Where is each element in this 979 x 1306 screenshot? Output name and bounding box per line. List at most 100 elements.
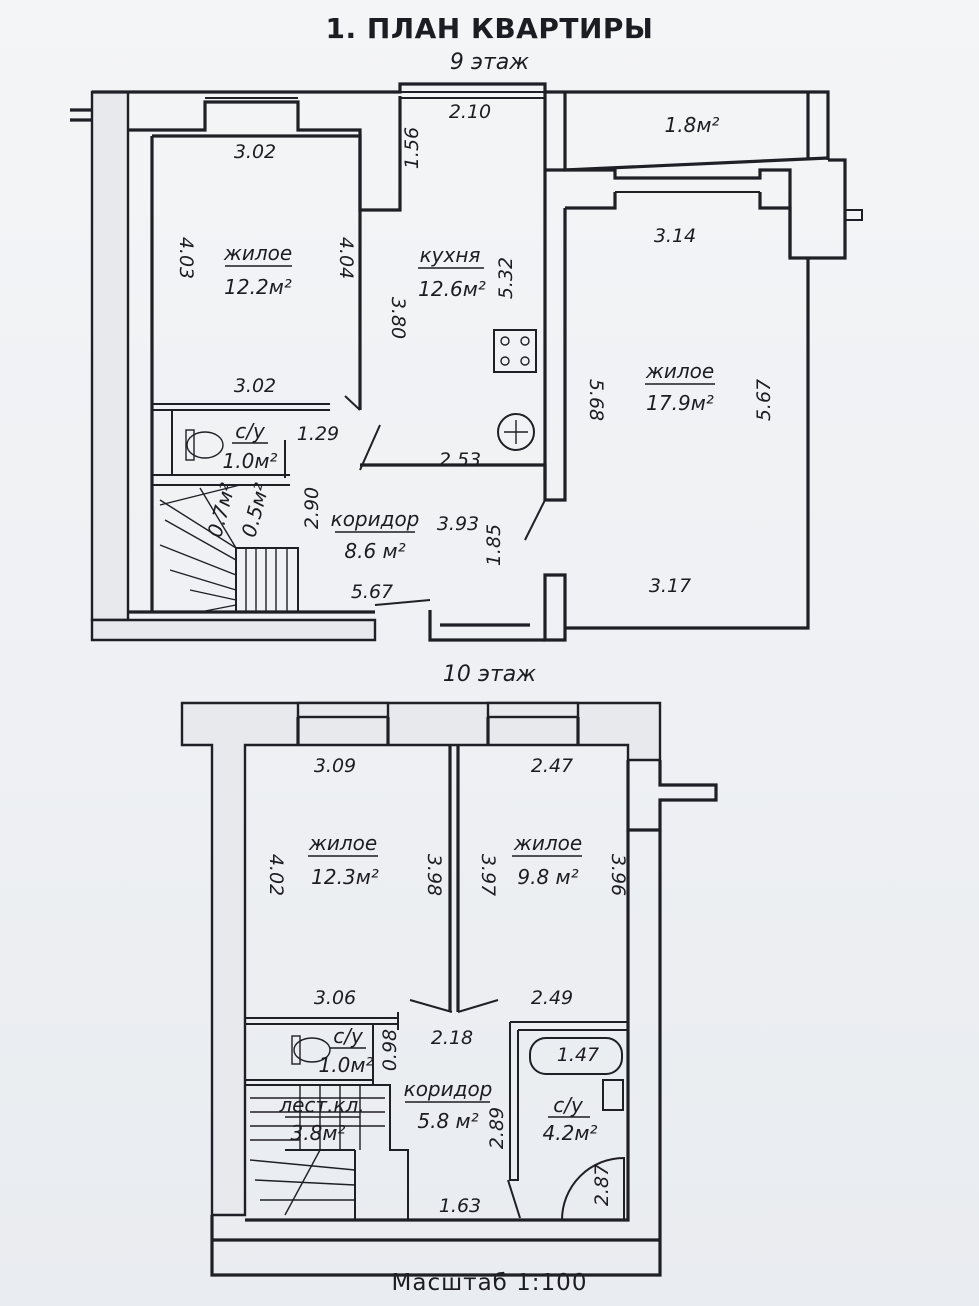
dim-10-left-bottom: 3.06 [314,987,356,1009]
wc-9-area: 1.0м² [223,449,278,473]
burner-9c [500,356,510,366]
dim-10-right-bottom: 2.49 [531,987,573,1009]
window-right-9 [615,177,760,193]
shower-10 [560,1156,625,1221]
stair-10-name: лест.кл. [278,1093,364,1117]
wall-top-inner-9 [128,96,402,212]
dim-9-left-right: 4.04 [335,237,357,279]
left-room-9 [150,134,362,612]
small-9-b: 0.5м² [237,481,274,540]
window-right-10 [486,701,580,719]
dim-9-corridor-bottom: 5.67 [351,581,393,603]
wall-stub-9 [70,108,92,122]
room-9-right-area: 17.9м² [646,391,714,415]
dim-10-left-top: 3.09 [314,755,356,777]
dim-9-left-left: 4.03 [175,237,197,279]
room-10-right-name: жилое [513,831,582,855]
dim-9-right-left: 5.68 [585,379,607,421]
floor-9-labels: 3.02 3.02 4.03 4.04 жилое 12.2м² 2.10 1.… [175,101,775,603]
corridor-9-name: коридор [331,507,420,531]
door-right-room-9 [524,499,546,541]
room-9-left-name: жилое [223,241,292,265]
bath-10-area: 4.2м² [543,1121,598,1145]
door-kitchen-9 [359,424,381,471]
kitchen-bottom-9 [360,463,547,480]
wall-right-inner-9 [565,192,792,258]
wall-wc-top-10 [245,1017,398,1025]
dim-9-left-bottom: 3.02 [234,375,276,397]
balcony-9-area: 1.8м² [665,113,720,137]
plan-title: 1. ПЛАН КВАРТИРЫ [325,12,654,45]
dim-9-corridor-left: 2.90 [301,487,323,529]
wall-bottom-left-9 [90,618,377,642]
room-10-left-area: 12.3м² [311,865,379,889]
dim-9-wc-side: 1.29 [297,423,339,445]
floor-10-plan [180,701,718,1277]
burner-9b [520,336,530,346]
window-left-9 [205,91,298,99]
dim-10-corridor-right: 2.89 [486,1107,508,1149]
dim-10-right-right: 3.96 [607,854,629,896]
window-kitchen-9 [400,91,545,99]
burner-9d [520,356,530,366]
wall-left-9 [90,90,130,622]
wall-bottom-mid-9 [428,610,545,642]
door-bath-10 [507,1179,521,1219]
dim-10-left-right: 3.98 [423,854,445,896]
small-9-a: 0.7м² [203,481,240,540]
dim-9-right-bottom: 3.17 [649,575,691,597]
dim-9-corridor-right: 1.85 [483,524,505,566]
basin-10 [602,1079,624,1111]
wc-10-area: 1.0м² [319,1053,374,1077]
bathtub-10 [529,1037,623,1075]
room-9-kitchen-area: 12.6м² [418,277,486,301]
door-entry-9 [374,599,431,606]
corridor-10-name: коридор [404,1077,493,1101]
toilet-tank-10 [291,1035,301,1065]
floor-9-plan [70,82,863,642]
dim-10-right-top: 2.47 [531,755,573,777]
partition-pier-9 [543,573,567,642]
dim-9-kitchen-top: 2.10 [449,101,491,123]
toilet-tank-9 [185,429,195,461]
wall-bath-top-9 [152,403,330,411]
wall-step-right-10 [626,760,718,832]
dim-10-corridor-top: 2.18 [431,1027,473,1049]
wc-10-name: с/у [333,1024,364,1048]
dim-9-kitchen-bottom: 2.53 [439,449,481,471]
stairs-9 [152,484,299,613]
dim-10-left-left: 4.02 [265,854,287,896]
dim-10-right-left: 3.97 [477,854,499,896]
dim-9-kitchen-right: 5.32 [495,257,517,299]
wc-9-name: с/у [235,419,266,443]
doors-bedrooms-10 [409,999,499,1013]
corridor-10-area: 5.8 м² [417,1109,478,1133]
wc-walls-10 [245,1024,374,1085]
door-left-room-9 [344,395,361,411]
floor-10-label: 10 этаж [442,662,537,687]
wc-walls-9 [152,410,290,478]
dim-9-right-top: 3.14 [654,225,696,247]
floor-9-label: 9 этаж [449,50,530,75]
floor-10-labels: 3.09 3.06 4.02 3.98 жилое 12.3м² 2.47 2.… [265,755,629,1217]
bath-10-name: с/у [553,1093,584,1117]
wall-nib-9 [845,209,863,221]
sink-cross-9 [504,420,528,444]
dim-9-right-right: 5.67 [753,379,775,421]
toilet-9 [186,431,224,459]
dim-9-kitchen-left-top: 1.56 [401,127,423,169]
dim-10-tub: 1.47 [557,1044,599,1066]
partition-10 [448,745,460,1012]
dim-9-kitchen-left: 3.80 [387,297,409,339]
bath-walls-10 [509,1021,628,1181]
window-jambs-10 [296,717,580,745]
window-left-10 [296,701,390,719]
room-9-left-area: 12.2м² [224,275,292,299]
dim-10-bath-side: 2.87 [591,1164,613,1206]
dim-10-wc-side: 0.98 [379,1029,401,1071]
wall-inner-10 [245,830,630,1222]
stove-9 [493,329,537,373]
dim-10-corridor-bottom: 1.63 [439,1195,481,1217]
